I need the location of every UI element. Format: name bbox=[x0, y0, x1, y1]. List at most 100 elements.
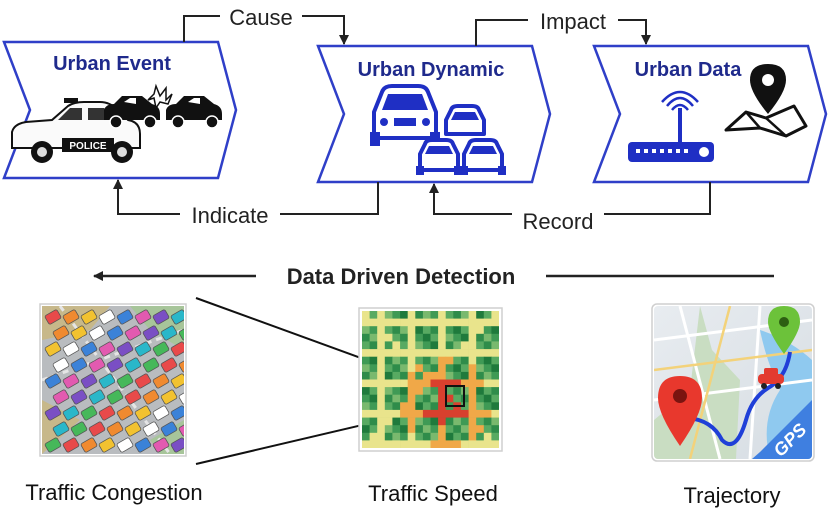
heatmap-cell bbox=[422, 326, 431, 335]
heatmap-cell bbox=[407, 409, 416, 418]
congestion-car bbox=[98, 341, 116, 357]
heatmap-cell bbox=[445, 387, 454, 396]
congestion-car bbox=[134, 309, 152, 325]
heatmap-cell bbox=[362, 417, 370, 426]
heatmap-cell bbox=[415, 432, 424, 441]
heatmap-cell bbox=[392, 356, 401, 365]
heatmap-cell bbox=[453, 341, 462, 350]
heatmap-cell bbox=[468, 349, 477, 358]
heatmap-cell bbox=[415, 387, 424, 396]
heatmap-cell bbox=[453, 364, 462, 373]
heatmap-cell bbox=[384, 440, 393, 448]
heatmap-cell bbox=[377, 417, 386, 426]
heatmap-cell bbox=[453, 318, 462, 327]
congestion-car bbox=[152, 373, 170, 389]
heatmap-cell bbox=[415, 371, 424, 380]
heatmap-cell bbox=[430, 356, 439, 365]
heatmap-cell bbox=[377, 379, 386, 388]
heatmap-cell bbox=[438, 387, 447, 396]
heatmap-cell bbox=[407, 440, 416, 448]
heatmap-cell bbox=[430, 387, 439, 396]
heatmap-cell bbox=[430, 371, 439, 380]
heatmap-cell bbox=[369, 402, 378, 411]
congestion-car bbox=[116, 373, 134, 389]
map-pin-icon bbox=[724, 64, 808, 138]
heatmap-cell bbox=[415, 333, 424, 342]
heatmap-cell bbox=[468, 311, 477, 319]
heatmap-cell bbox=[468, 425, 477, 434]
heatmap-cell bbox=[491, 432, 499, 441]
heatmap-cell bbox=[483, 341, 492, 350]
heatmap-cell bbox=[460, 311, 469, 319]
heatmap-cell bbox=[407, 356, 416, 365]
heatmap-cell bbox=[422, 417, 431, 426]
heatmap-cell bbox=[362, 387, 370, 396]
heatmap-cell bbox=[392, 341, 401, 350]
heatmap-cell bbox=[491, 402, 499, 411]
heatmap-cell bbox=[438, 326, 447, 335]
heatmap-cell bbox=[422, 356, 431, 365]
heatmap-cell bbox=[438, 318, 447, 327]
congestion-car bbox=[52, 389, 70, 405]
heatmap-cell bbox=[491, 425, 499, 434]
heatmap-cell bbox=[415, 425, 424, 434]
congestion-car bbox=[124, 389, 142, 405]
congestion-car bbox=[134, 341, 152, 357]
heatmap-cell bbox=[445, 318, 454, 327]
heatmap-cell bbox=[392, 432, 401, 441]
heatmap-cell bbox=[369, 326, 378, 335]
heatmap-cell bbox=[377, 394, 386, 403]
heatmap-cell bbox=[422, 387, 431, 396]
congestion-car bbox=[70, 325, 88, 341]
heatmap-cell bbox=[476, 440, 485, 448]
heatmap-cell bbox=[415, 409, 424, 418]
congestion-car bbox=[80, 437, 98, 453]
congestion-car bbox=[116, 437, 134, 453]
heatmap-cell bbox=[438, 394, 447, 403]
stage-title-urban-event: Urban Event bbox=[53, 53, 171, 75]
congestion-car bbox=[62, 341, 80, 357]
heatmap-cell bbox=[407, 371, 416, 380]
heatmap-cell bbox=[445, 409, 454, 418]
heatmap-cell bbox=[445, 326, 454, 335]
heatmap-cell bbox=[362, 333, 370, 342]
congestion-car bbox=[160, 421, 178, 437]
heatmap-cell bbox=[491, 409, 499, 418]
heatmap-cell bbox=[445, 417, 454, 426]
heatmap-cell bbox=[453, 394, 462, 403]
heatmap-cell bbox=[438, 417, 447, 426]
heatmap-cell bbox=[362, 432, 370, 441]
heatmap-cell bbox=[377, 371, 386, 380]
heatmap-cell bbox=[476, 326, 485, 335]
trajectory-image: GPS bbox=[651, 303, 815, 462]
heatmap-cell bbox=[384, 371, 393, 380]
heatmap-cell bbox=[460, 409, 469, 418]
heatmap-cell bbox=[438, 364, 447, 373]
heatmap-cell bbox=[445, 394, 454, 403]
heatmap-cell bbox=[491, 364, 499, 373]
heatmap-cell bbox=[476, 341, 485, 350]
heatmap-cell bbox=[460, 371, 469, 380]
heatmap-cell bbox=[438, 409, 447, 418]
congestion-car bbox=[124, 357, 142, 373]
heatmap-cell bbox=[483, 326, 492, 335]
heatmap-cell bbox=[445, 379, 454, 388]
traffic-jam-icon bbox=[370, 84, 506, 175]
heatmap-cell bbox=[422, 379, 431, 388]
heatmap-cell bbox=[422, 311, 431, 319]
heatmap-cell bbox=[468, 341, 477, 350]
heatmap-cell bbox=[369, 432, 378, 441]
heatmap-cell bbox=[392, 402, 401, 411]
congestion-car bbox=[98, 309, 116, 325]
congestion-car bbox=[106, 357, 124, 373]
heatmap-cell bbox=[377, 326, 386, 335]
end-pin-icon bbox=[768, 306, 800, 354]
heatmap-cell bbox=[400, 341, 409, 350]
heatmap-cell bbox=[400, 311, 409, 319]
heatmap-cell bbox=[362, 318, 370, 327]
heatmap-cell bbox=[468, 387, 477, 396]
heatmap-cell bbox=[377, 409, 386, 418]
zoom-box bbox=[445, 385, 465, 407]
heatmap-cell bbox=[362, 409, 370, 418]
heatmap-cell bbox=[491, 333, 499, 342]
